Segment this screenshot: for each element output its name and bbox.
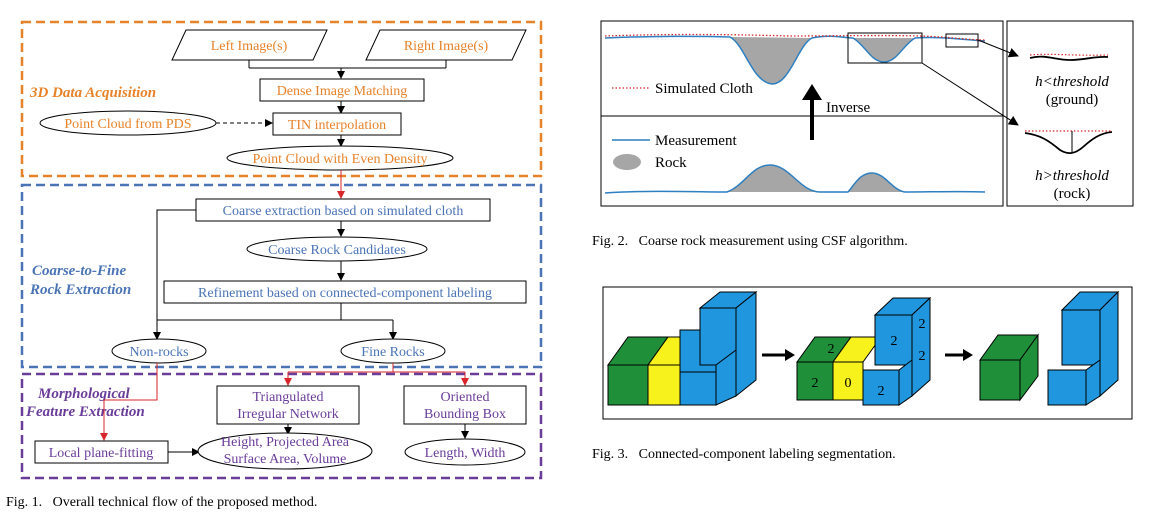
tin-network-label-line1: Triangulated (252, 390, 323, 405)
cube-seg-green-side (1019, 333, 1039, 402)
even-density-label: Point Cloud with Even Density (253, 152, 428, 167)
cube-seg-blue-bottom-side (1085, 359, 1101, 406)
fig3-label-tower-upper: 2 (891, 334, 898, 349)
fig3-label-tower-side-a: 2 (919, 317, 926, 332)
fig3-label-front: 2 (878, 384, 885, 399)
cube-seg-blue-side (1099, 290, 1119, 398)
fig1-flowchart: 3D Data Acquisition Coarse-to-Fine Rock … (6, 20, 543, 510)
fig2-zoom-box-a (847, 32, 923, 64)
obb-label-line1: Oriented (441, 390, 490, 405)
fig3-group-input (607, 290, 758, 406)
refinement-label: Refinement based on connected-component … (198, 286, 492, 301)
section-coarse-label-line1: Coarse-to-Fine (32, 263, 127, 279)
fig3-ccl-diagram: 2 2 0 2 2 2 2 Fig. 3. Connected-componen… (592, 286, 1133, 462)
dense-matching-node (259, 78, 425, 102)
fig3-label-left: 2 (812, 376, 819, 391)
fig2-rock-top-right (853, 38, 915, 62)
fig2-ground-profile (1029, 55, 1109, 61)
obb-label-line2: Bounding Box (424, 407, 506, 422)
tin-interp-node (272, 112, 402, 136)
fig2-csf-diagram: Simulated Cloth Inverse Measurement Rock… (592, 20, 1134, 249)
cube-seg-blue-upper (1061, 309, 1101, 366)
fig3-label-top: 2 (828, 342, 835, 357)
fig2-rock-line2: (rock) (1054, 186, 1091, 202)
dense-matching-label: Dense Image Matching (277, 84, 408, 99)
refinement-node (163, 280, 527, 304)
section-coarse-box (20, 183, 543, 369)
fig2-legend-measurement: Measurement (655, 133, 737, 149)
fine-rocks-label: Fine Rocks (361, 345, 424, 360)
cube-seg-blue-front (1047, 369, 1087, 406)
left-image-label: Left Image(s) (211, 39, 288, 54)
edge-coarse-to-nonrocks (153, 209, 196, 340)
height-area-label-line2: Surface Area, Volume (224, 452, 347, 467)
fig3-group-segmented (979, 290, 1120, 406)
fig3-caption: Fig. 3. Connected-component labeling seg… (592, 447, 896, 462)
cube-labeled-blue-bottom-side (898, 358, 913, 406)
fig2-rock-line1: h>threshold (1035, 168, 1109, 184)
length-width-label: Length, Width (425, 446, 506, 461)
left-image-node (171, 29, 328, 61)
fig1-caption: Fig. 1. Overall technical flow of the pr… (6, 495, 317, 510)
section-acquisition-label: 3D Data Acquisition (29, 85, 156, 101)
coarse-candidates-node (246, 236, 428, 262)
fig2-rock-profile (1024, 131, 1113, 154)
fig2-rock-bottom-right (848, 173, 905, 192)
fig2-ground-line1: h<threshold (1035, 74, 1109, 90)
fig2-inverse-label: Inverse (826, 100, 870, 116)
cube-blue-bottom-side (715, 349, 737, 406)
plane-fitting-label: Local plane-fitting (49, 446, 154, 461)
fig2-leader-rock (921, 62, 1019, 126)
fig2-measurement-bottom (604, 164, 986, 194)
cube-blue-bottom-front (679, 371, 717, 406)
fig3-frame (602, 286, 1133, 420)
fig3-label-middle: 0 (845, 376, 852, 391)
tin-network-node (216, 385, 360, 425)
even-density-node (226, 145, 454, 171)
fig3-label-tower-side-b: 2 (919, 349, 926, 364)
fig2-rock-bottom-left (727, 165, 820, 192)
tin-network-label-line2: Irregular Network (237, 407, 338, 422)
fig3-arrowhead-1 (785, 349, 795, 361)
height-area-label-line1: Height, Projected Area (221, 435, 350, 450)
edge-nonrocks-to-plane-top (104, 363, 158, 401)
cube-seg-green-front (979, 359, 1021, 401)
fig2-caption: Fig. 2. Coarse rock measurement using CS… (592, 234, 908, 249)
length-width-node (404, 438, 526, 466)
fig2-inverse-arrowhead (802, 84, 822, 100)
fig2-main-frame (600, 20, 1004, 207)
fig2-ground-cloth (1029, 53, 1109, 56)
section-coarse-label-line2: Rock Extraction (29, 282, 131, 298)
section-acquisition-box (20, 20, 543, 178)
fig2-legend-rock: Rock (655, 155, 687, 171)
fig2-leader-ground (977, 39, 1019, 58)
fig3-arrowhead-2 (963, 349, 973, 361)
fig2-side-frame (1006, 20, 1134, 207)
section-morph-box (20, 372, 543, 480)
non-rocks-node (111, 338, 207, 364)
fig3-group-labeled: 2 2 0 2 2 2 2 (796, 296, 932, 406)
section-morph-label-line1: Morphological (37, 386, 131, 402)
coarse-extraction-label: Coarse extraction based on simulated clo… (223, 204, 464, 219)
cube-blue-tower-side (735, 290, 757, 398)
coarse-candidates-label: Coarse Rock Candidates (268, 243, 406, 258)
fig2-cloth-top (604, 33, 986, 41)
fig2-rock-top-left (730, 37, 812, 84)
cube-labeled-blue-side (911, 296, 931, 398)
fig2-ground-line2: (ground) (1046, 92, 1099, 108)
fig2-legend-rock-swatch (613, 154, 641, 170)
tin-interp-label: TIN interpolation (288, 118, 386, 133)
height-area-node (197, 432, 373, 470)
non-rocks-label: Non-rocks (129, 345, 188, 360)
fig2-legend-cloth: Simulated Cloth (655, 81, 753, 97)
cube-yellow-front (647, 364, 681, 406)
right-image-label: Right Image(s) (404, 39, 489, 54)
obb-node (403, 385, 527, 425)
right-image-node (365, 29, 527, 61)
fig2-measurement-top (604, 35, 986, 85)
pds-cloud-label: Point Cloud from PDS (64, 117, 191, 132)
cube-green-front (607, 364, 649, 406)
section-morph-label-line2: Feature Extraction (25, 404, 145, 420)
